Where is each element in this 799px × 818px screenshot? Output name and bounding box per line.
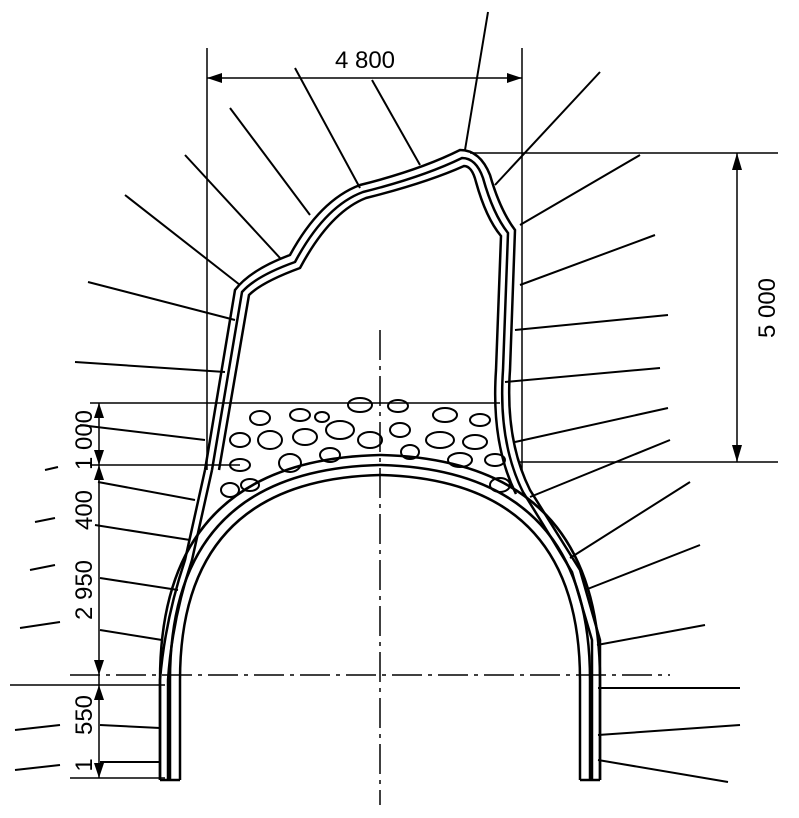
dim-height-label: 5 000 (754, 278, 781, 338)
dim-left-4-label: 550 (71, 695, 98, 735)
dimension-lines (10, 48, 778, 805)
arch-lining (158, 453, 602, 782)
anchor-bolts (14, 11, 741, 783)
dim-left-1-label: 1 000 (71, 410, 98, 470)
dimension-arrows (94, 73, 742, 778)
dim-left-5-label: 1 (71, 758, 98, 771)
dim-left-2-label: 400 (71, 490, 98, 530)
dim-width-label: 4 800 (335, 47, 395, 74)
dim-left-3-label: 2 950 (71, 560, 98, 620)
gravel-fill (220, 397, 511, 498)
